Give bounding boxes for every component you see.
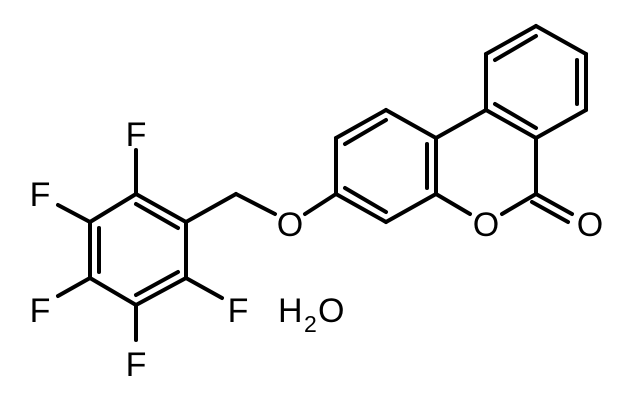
pentafluorophenyl-ring xyxy=(88,192,188,307)
bond xyxy=(334,108,388,140)
double-bond-inner xyxy=(493,34,538,62)
bond xyxy=(484,24,538,56)
bond xyxy=(534,108,588,140)
bond xyxy=(56,276,92,298)
bond xyxy=(234,192,277,216)
double-bond-inner xyxy=(493,102,538,130)
benzyl-ether-linker xyxy=(184,192,338,224)
bond xyxy=(334,192,388,224)
bond xyxy=(134,276,188,307)
oxygen-label: O xyxy=(577,206,603,244)
bond xyxy=(134,192,188,224)
oxygen-label: O xyxy=(473,206,499,244)
fluorine-label: F xyxy=(30,292,51,330)
double-bond-inner xyxy=(343,186,388,214)
bond xyxy=(88,192,138,224)
fluorine-label: F xyxy=(126,116,147,154)
central-aromatic-ring xyxy=(334,108,438,224)
double-bond-inner xyxy=(134,270,180,297)
double-bond-inner xyxy=(134,202,180,230)
carbonyl-bond xyxy=(534,192,574,216)
oxygen-label: O xyxy=(277,206,303,244)
carbonyl-bond xyxy=(530,200,570,224)
bond xyxy=(56,203,92,224)
subscript-two: 2 xyxy=(304,311,317,337)
bond xyxy=(434,108,488,140)
lactone-ring xyxy=(434,108,574,224)
bond xyxy=(88,276,138,307)
hydrogen-symbol: H xyxy=(278,292,303,330)
fluorine-label: F xyxy=(228,292,249,330)
bond xyxy=(184,192,238,224)
double-bond-inner xyxy=(343,118,388,146)
bond xyxy=(484,108,538,140)
atom-labels: F F F F F O O O xyxy=(30,116,604,384)
bond xyxy=(184,276,224,300)
bond xyxy=(434,192,472,216)
bond xyxy=(384,108,438,140)
top-benzene-ring xyxy=(484,24,588,140)
bond xyxy=(500,192,538,216)
oxygen-symbol: O xyxy=(318,292,344,330)
water-formula: H 2 O xyxy=(278,292,344,337)
bond xyxy=(384,192,438,224)
bond xyxy=(303,192,338,216)
fluorine-bonds xyxy=(56,148,224,342)
bond xyxy=(534,24,588,56)
fluorine-label: F xyxy=(126,346,147,384)
fluorine-label: F xyxy=(30,176,51,214)
